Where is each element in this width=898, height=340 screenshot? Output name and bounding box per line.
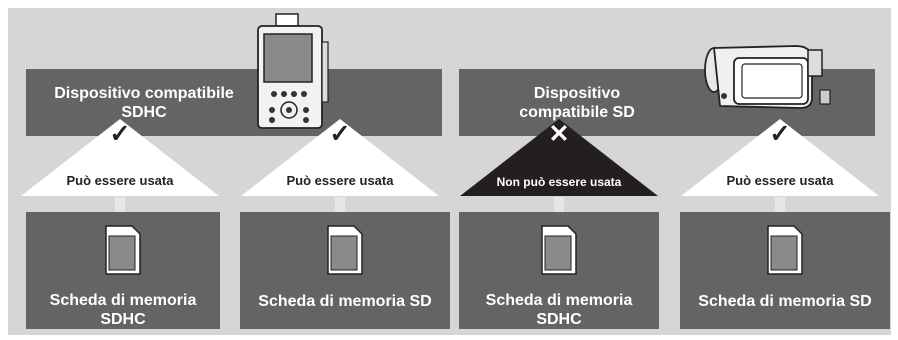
portable-player-icon <box>257 13 329 129</box>
usable-label: Può essere usata <box>66 173 174 188</box>
sd-card-icon <box>767 225 803 275</box>
card-label-line-1: Scheda di memoria SD <box>698 293 872 310</box>
host-panel-sdhc: Dispositivo compatibile SDHC <box>26 69 442 136</box>
cross-icon: ✕ <box>548 120 570 148</box>
compat-triangle-4 <box>681 119 879 196</box>
sd-card-icon <box>327 225 363 275</box>
card-label-line-1: Scheda di memoria SD <box>258 293 432 310</box>
card-label: Scheda di memoria SDHC <box>459 291 659 329</box>
card-panel-sd: Scheda di memoria SD <box>680 212 890 329</box>
card-label: Scheda di memoria SD <box>680 292 890 311</box>
check-icon: ✓ <box>109 120 131 148</box>
host-label-line-1: Dispositivo <box>533 84 621 102</box>
host-label-line-2: SDHC <box>121 103 167 121</box>
camcorder-icon <box>704 45 831 109</box>
sd-card-icon <box>105 225 141 275</box>
card-panel-sd: Scheda di memoria SD <box>240 212 450 329</box>
compat-triangle-1 <box>21 119 219 196</box>
usable-label: Può essere usata <box>726 173 834 188</box>
card-panel-sdhc: Scheda di memoria SDHC <box>26 212 220 329</box>
connector-stem <box>115 197 125 212</box>
connector-stem <box>554 197 564 212</box>
card-label-line-1: Scheda di memoria <box>49 292 197 309</box>
card-label: Scheda di memoria SDHC <box>26 291 220 329</box>
host-label-line-2: compatibile SD <box>519 103 635 121</box>
sd-card-icon <box>541 225 577 275</box>
card-label: Scheda di memoria SD <box>240 292 450 311</box>
check-icon: ✓ <box>769 120 791 148</box>
connector-stem <box>775 197 785 212</box>
usable-label: Può essere usata <box>286 173 394 188</box>
host-label-line-1: Dispositivo compatibile <box>54 84 234 102</box>
not-usable-label: Non può essere usata <box>496 175 622 189</box>
card-label-line-2: SDHC <box>536 311 582 328</box>
connector-stem <box>335 197 345 212</box>
check-icon: ✓ <box>329 120 351 148</box>
compat-triangle-2 <box>241 119 439 196</box>
card-label-line-1: Scheda di memoria <box>485 292 633 309</box>
compat-triangle-3 <box>460 119 658 196</box>
card-label-line-2: SDHC <box>100 311 146 328</box>
card-panel-sdhc: Scheda di memoria SDHC <box>459 212 659 329</box>
